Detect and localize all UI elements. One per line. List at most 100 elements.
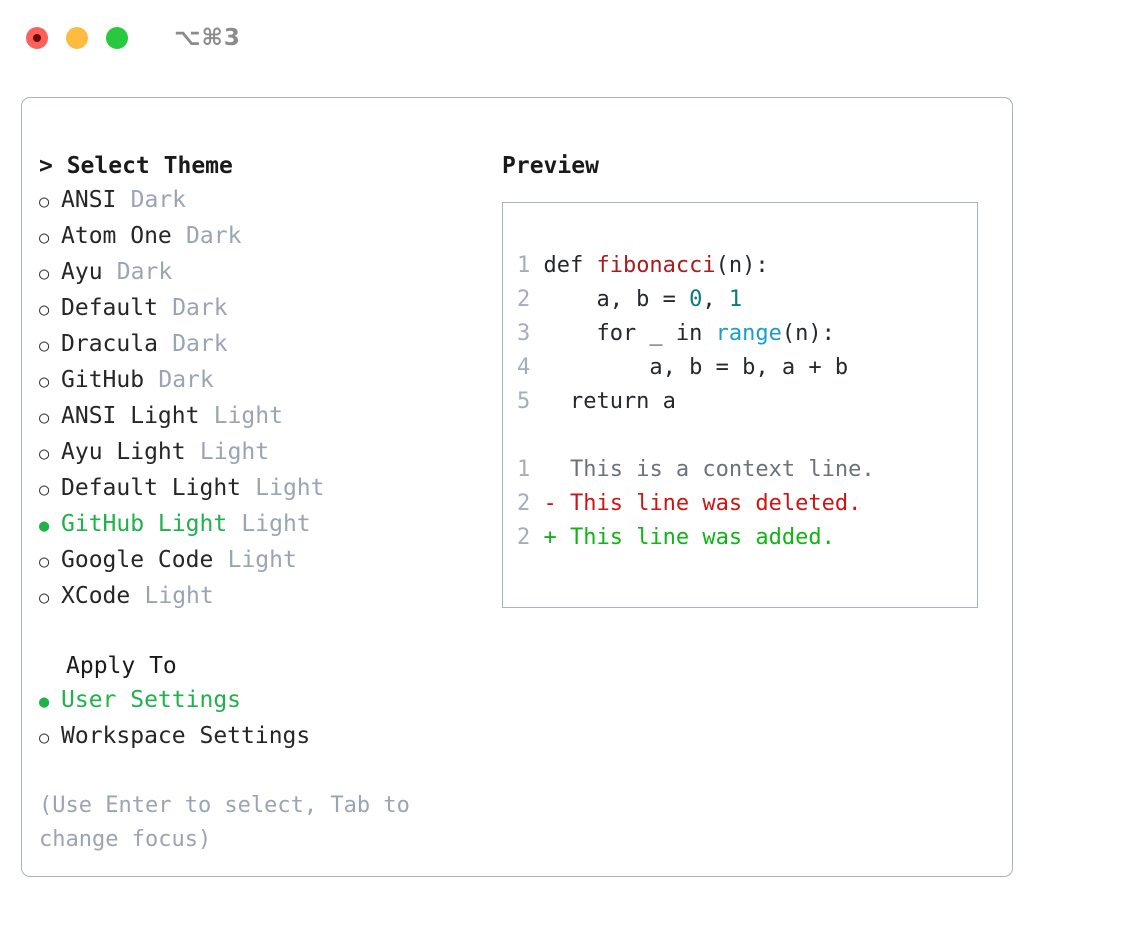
theme-variant-badge: Light [199, 439, 270, 465]
theme-option-ayu[interactable]: ○ Ayu Dark [39, 255, 499, 291]
apply-to-option-workspace-settings[interactable]: ○ Workspace Settings [39, 719, 499, 755]
theme-option-ayu-light[interactable]: ○ Ayu Light Light [39, 435, 499, 471]
radio-unselected-icon: ○ [39, 336, 50, 356]
theme-option-ansi[interactable]: ○ ANSI Dark [39, 183, 499, 219]
diff-text: This is a context line. [569, 457, 875, 482]
code-token: return a [543, 389, 676, 414]
line-number: 2 [517, 491, 531, 516]
theme-option-label: Default Light [61, 475, 242, 501]
theme-variant-badge: Dark [172, 295, 228, 321]
preview-title: Preview [502, 153, 599, 179]
theme-variant-badge: Light [213, 403, 283, 429]
title-bar: ⌥⌘3 [0, 0, 1140, 76]
theme-variant-badge: Dark [158, 367, 214, 393]
code-token: a, b = [543, 287, 690, 312]
theme-variant-badge: Light [144, 583, 214, 609]
radio-unselected-icon: ○ [39, 408, 50, 428]
theme-option-label: Ayu Light [61, 439, 186, 465]
code-token: fibonacci [596, 253, 716, 278]
line-number: 4 [517, 355, 531, 380]
code-token: (n): [781, 321, 835, 346]
code-line: 3 for _ in range(n): [517, 317, 875, 351]
theme-option-default[interactable]: ○ Default Dark [39, 291, 499, 327]
code-line: 2 a, b = 0, 1 [517, 283, 875, 317]
theme-option-github[interactable]: ○ GitHub Dark [39, 363, 499, 399]
keyboard-hint-text: (Use Enter to select, Tab to change focu… [39, 793, 424, 852]
code-token: 1 [728, 287, 743, 312]
theme-option-dracula[interactable]: ○ Dracula Dark [39, 327, 499, 363]
traffic-light-group [26, 27, 128, 49]
apply-to-option-list[interactable]: ● User Settings ○ Workspace Settings [39, 683, 499, 755]
pane-spacer [39, 615, 499, 649]
theme-option-label: Atom One [61, 223, 172, 249]
radio-unselected-icon: ○ [39, 300, 50, 320]
line-number: 2 [517, 287, 531, 312]
diff-line-del: 2- This line was deleted. [517, 487, 875, 521]
theme-option-label: ANSI [61, 187, 117, 213]
code-token: range [715, 321, 782, 346]
radio-unselected-icon: ○ [39, 444, 50, 464]
diff-marker: + [543, 525, 570, 550]
radio-unselected-icon: ○ [39, 192, 50, 212]
code-token: (n): [715, 253, 769, 278]
minimize-window-icon[interactable] [66, 27, 88, 49]
radio-unselected-icon: ○ [39, 588, 50, 608]
apply-to-option-label: Workspace Settings [61, 723, 311, 749]
maximize-window-icon[interactable] [106, 27, 128, 49]
diff-text: This line was deleted. [569, 491, 862, 516]
theme-option-label: GitHub Light [61, 511, 228, 537]
window-title-shortcut: ⌥⌘3 [174, 25, 241, 51]
radio-unselected-icon: ○ [39, 372, 50, 392]
code-token: a, b = b, a + b [543, 355, 849, 380]
diff-marker [543, 457, 570, 482]
theme-option-default-light[interactable]: ○ Default Light Light [39, 471, 499, 507]
close-window-icon[interactable] [26, 27, 48, 49]
theme-option-label: Ayu [61, 259, 103, 285]
theme-variant-badge: Dark [130, 187, 187, 213]
line-number: 2 [517, 525, 531, 550]
theme-option-label: Dracula [61, 331, 158, 357]
code-token: 0 [689, 287, 703, 312]
theme-option-label: GitHub [61, 367, 145, 393]
apply-to-option-user-settings[interactable]: ● User Settings [39, 683, 499, 719]
diff-line-ctx: 1 This is a context line. [517, 453, 875, 487]
radio-unselected-icon: ○ [39, 264, 50, 284]
radio-unselected-icon: ○ [39, 480, 50, 500]
diff-marker: - [543, 491, 570, 516]
radio-unselected-icon: ○ [39, 228, 50, 248]
radio-unselected-icon: ○ [39, 728, 50, 748]
theme-variant-badge: Dark [186, 223, 242, 249]
theme-variant-badge: Dark [116, 259, 173, 285]
diff-line-add: 2 + This line was added. [517, 521, 875, 555]
theme-option-label: Default [61, 295, 158, 321]
theme-option-atom-one[interactable]: ○ Atom One Dark [39, 219, 499, 255]
code-line: 5 return a [517, 385, 875, 419]
code-line: 4 a, b = b, a + b [517, 351, 875, 385]
apply-to-option-label: User Settings [61, 687, 242, 713]
diff-text: This line was added. [569, 525, 835, 550]
line-number: 5 [517, 389, 531, 414]
select-theme-header: > Select Theme [39, 153, 233, 179]
line-number: 1 [517, 457, 531, 482]
radio-selected-icon: ● [39, 692, 50, 712]
code-token: , [702, 287, 729, 312]
theme-variant-badge: Dark [172, 331, 228, 357]
apply-to-header: Apply To [66, 653, 177, 679]
line-number: 3 [517, 321, 531, 346]
theme-variant-badge: Light [255, 475, 325, 501]
radio-unselected-icon: ○ [39, 552, 50, 572]
code-token: def [543, 253, 597, 278]
theme-option-label: Google Code [61, 547, 214, 573]
code-token: for _ in [543, 321, 716, 346]
